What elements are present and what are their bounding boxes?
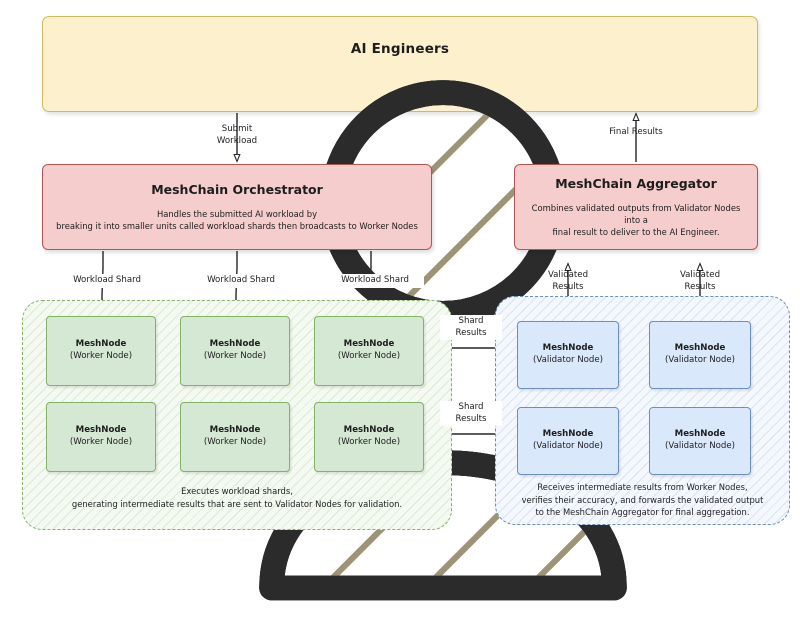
shard-results-2-line2: Results (455, 413, 487, 424)
validated-results-2-line2: Results (684, 281, 716, 292)
worker-node-1[interactable]: MeshNode (Worker Node) (46, 316, 156, 386)
edge-label-workload-shard-3: Workload Shard (326, 274, 424, 288)
node-label: MeshNode (542, 343, 594, 354)
edge-label-validated-results-2: Validated Results (662, 270, 738, 293)
validator-caption-line2: verifies their accuracy, and forwards th… (521, 494, 764, 505)
shard-results-2-line1: Shard (458, 402, 484, 412)
edge-label-final-results: Final Results (609, 127, 663, 137)
validated-results-1-line2: Results (552, 281, 584, 292)
edge-label-workload-shard-1: Workload Shard (58, 274, 156, 288)
validator-node-1[interactable]: MeshNode (Validator Node) (517, 321, 619, 389)
node-label: MeshNode (209, 425, 261, 436)
node-label: MeshNode (674, 429, 726, 440)
node-role: (Validator Node) (665, 441, 735, 451)
validated-results-2-line1: Validated (679, 270, 721, 280)
worker-node-5[interactable]: MeshNode (Worker Node) (180, 402, 290, 472)
edge-label-submit-workload: Submit Workload (187, 124, 287, 147)
orchestrator-desc-line2: breaking it into smaller units called wo… (56, 221, 418, 231)
node-role: (Validator Node) (533, 441, 603, 451)
worker-caption-line1: Executes workload shards, (181, 486, 293, 496)
node-label: MeshNode (75, 425, 127, 436)
node-role: (Worker Node) (69, 437, 133, 447)
node-label: MeshNode (209, 339, 261, 350)
worker-cluster-caption: Executes workload shards, generating int… (23, 485, 451, 510)
ai-engineers-banner[interactable]: AI Engineers (42, 16, 758, 601)
orchestrator-title: MeshChain Orchestrator (151, 181, 323, 197)
edge-label-shard-results-2: Shard Results (440, 401, 502, 427)
submit-line2: Workload (216, 135, 258, 146)
aggregator-desc-line2: final result to deliver to the AI Engine… (552, 227, 720, 238)
node-label: MeshNode (343, 339, 395, 350)
orchestrator-desc-line1: Handles the submitted AI workload by (156, 208, 318, 219)
node-role: (Validator Node) (533, 355, 603, 365)
node-role: (Worker Node) (337, 351, 401, 361)
worker-node-2[interactable]: MeshNode (Worker Node) (180, 316, 290, 386)
submit-line1: Submit (221, 124, 253, 134)
edge-label-workload-shard-2: Workload Shard (192, 274, 290, 288)
validator-node-cluster: MeshNode (Validator Node) MeshNode (Vali… (495, 296, 790, 525)
aggregator-desc-line1: Combines validated outputs from Validato… (531, 202, 741, 225)
node-role: (Validator Node) (665, 355, 735, 365)
aggregator-title: MeshChain Aggregator (555, 175, 717, 191)
worker-node-3[interactable]: MeshNode (Worker Node) (314, 316, 424, 386)
meshchain-aggregator-box[interactable]: MeshChain Aggregator Combines validated … (514, 164, 758, 250)
validator-caption-line3: to the MeshChain Aggregator for final ag… (535, 507, 750, 518)
edge-label-validated-results-1: Validated Results (530, 270, 606, 293)
worker-caption-line2: generating intermediate results that are… (71, 498, 403, 509)
banner-title: AI Engineers (350, 41, 450, 57)
node-role: (Worker Node) (203, 437, 267, 447)
shard-results-1-line1: Shard (458, 316, 484, 326)
validator-node-2[interactable]: MeshNode (Validator Node) (649, 321, 751, 389)
node-label: MeshNode (75, 339, 127, 350)
validator-node-4[interactable]: MeshNode (Validator Node) (649, 407, 751, 475)
validator-node-3[interactable]: MeshNode (Validator Node) (517, 407, 619, 475)
node-role: (Worker Node) (69, 351, 133, 361)
node-role: (Worker Node) (203, 351, 267, 361)
validated-results-1-line1: Validated (547, 270, 589, 280)
node-label: MeshNode (674, 343, 726, 354)
worker-node-6[interactable]: MeshNode (Worker Node) (314, 402, 424, 472)
worker-node-4[interactable]: MeshNode (Worker Node) (46, 402, 156, 472)
validator-cluster-caption: Receives intermediate results from Worke… (496, 481, 789, 519)
shard-results-1-line2: Results (455, 327, 487, 338)
diagram-canvas: AI Engineers MeshChain Orch (22, 16, 790, 601)
node-label: MeshNode (343, 425, 395, 436)
edge-label-shard-results-1: Shard Results (440, 315, 502, 341)
node-role: (Worker Node) (337, 437, 401, 447)
worker-node-cluster: MeshNode (Worker Node) MeshNode (Worker … (22, 300, 452, 530)
validator-caption-line1: Receives intermediate results from Worke… (537, 482, 748, 492)
meshchain-orchestrator-box[interactable]: MeshChain Orchestrator Handles the submi… (42, 164, 432, 250)
node-label: MeshNode (542, 429, 594, 440)
